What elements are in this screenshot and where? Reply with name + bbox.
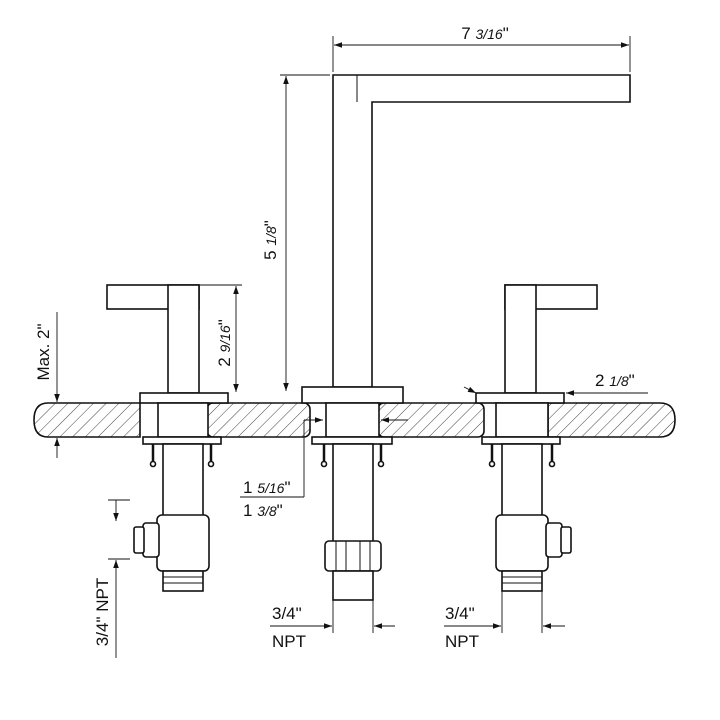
spout-nut-ribs [335,541,371,571]
inlet-center-label-bottom: NPT [272,632,306,651]
dim-handle-height: 2 9/16" [200,284,242,392]
dim-handle-base: 2 1/8" [463,371,648,396]
deck-thickness-label: Max. 2" [34,323,53,380]
hole-max-label: 1 3/8" [243,501,283,520]
right-handle-valve [475,284,598,592]
spout-mounting-bolts [320,444,385,468]
dim-spout-reach: 7 3/16" [332,24,631,72]
dim-spout-height: 5 1/8" [261,74,330,391]
dim-mounting-hole: 1 5/16" 1 3/8" [240,417,408,520]
handle-base-label: 2 1/8" [595,371,635,390]
inlet-right-label-top: 3/4" [445,604,475,623]
spout-height-label: 5 1/8" [261,220,280,260]
dim-inlet-right: 3/4" NPT [444,591,565,651]
countertop [33,402,676,438]
left-handle-valve [106,284,229,592]
dim-inlet-left: 3/4" NPT [93,499,130,658]
handle-height-label: 2 9/16" [215,319,234,367]
spout [301,74,631,601]
inlet-center-label-top: 3/4" [272,604,302,623]
left-inlet-threads [163,576,203,584]
spout-reach-label: 7 3/16" [461,24,509,43]
hole-min-label: 1 5/16" [243,478,291,497]
dim-deck-thickness: Max. 2" [34,312,60,458]
inlet-right-label-bottom: NPT [445,632,479,651]
inlet-left-label: 3/4" NPT [93,578,112,646]
right-inlet-threads [502,576,542,584]
dim-inlet-center: 3/4" NPT [270,600,395,651]
